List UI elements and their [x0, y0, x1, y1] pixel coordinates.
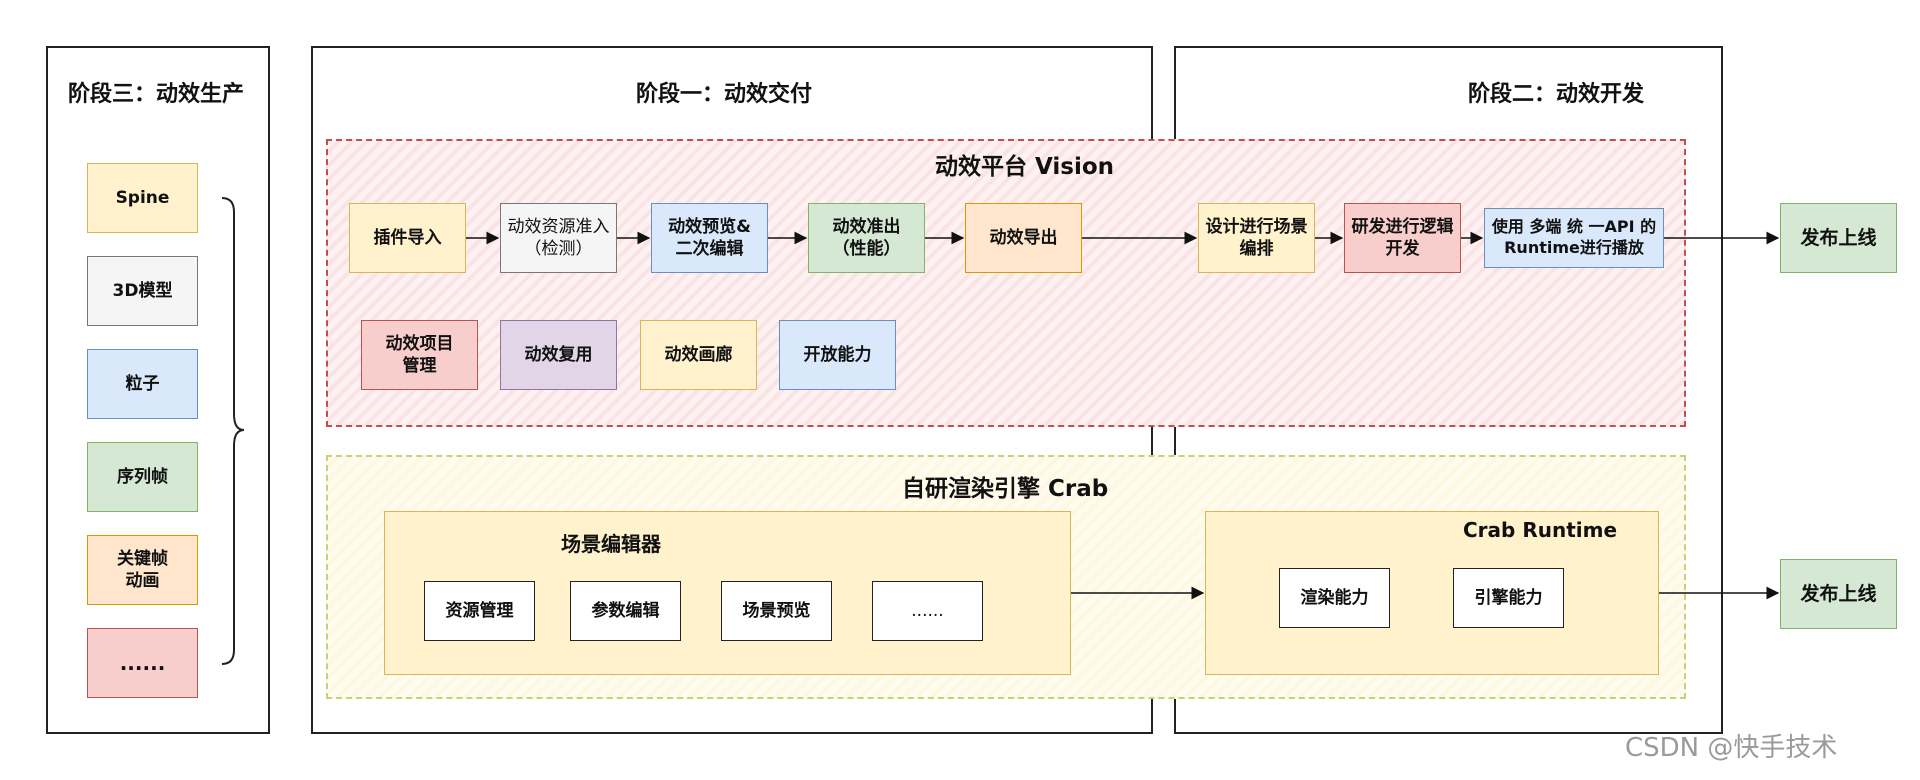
pipeline-resource-admission: 动效资源准入 （检测） [500, 203, 617, 273]
pipeline-plugin-import: 插件导入 [349, 203, 466, 273]
scene-editor-title: 场景编辑器 [561, 532, 661, 556]
stage3-item-more: ...... [87, 628, 198, 698]
stage3-item-sequence-frame: 序列帧 [87, 442, 198, 512]
runtime-rendering-capability: 渲染能力 [1279, 568, 1390, 628]
runtime-engine-capability: 引擎能力 [1453, 568, 1564, 628]
publish-online-crab: 发布上线 [1780, 559, 1897, 629]
editor-resource-management: 资源管理 [424, 581, 535, 641]
editor-more: ...... [872, 581, 983, 641]
crab-runtime-title: Crab Runtime [1463, 518, 1618, 542]
dev-scene-orchestration: 设计进行场景 编排 [1198, 203, 1315, 273]
stage3-brace [221, 197, 245, 665]
watermark: CSDN @快手技术 [1625, 733, 1838, 763]
stage3-item-spine: Spine [87, 163, 198, 233]
feature-project-management: 动效项目 管理 [361, 320, 478, 390]
editor-scene-preview: 场景预览 [721, 581, 832, 641]
feature-reuse: 动效复用 [500, 320, 617, 390]
stage3-title: 阶段三：动效生产 [68, 82, 245, 107]
publish-online-vision: 发布上线 [1780, 203, 1897, 273]
dev-logic-development: 研发进行逻辑 开发 [1344, 203, 1461, 273]
pipeline-release-check: 动效准出 （性能） [808, 203, 925, 273]
stage3-item-keyframe-animation: 关键帧 动画 [87, 535, 198, 605]
pipeline-preview-edit: 动效预览& 二次编辑 [651, 203, 768, 273]
stage2-title: 阶段二：动效开发 [1468, 82, 1645, 107]
stage1-title: 阶段一：动效交付 [636, 82, 813, 107]
stage3-item-3d-model: 3D模型 [87, 256, 198, 326]
editor-parameter-editing: 参数编辑 [570, 581, 681, 641]
dev-runtime-playback: 使用 多端 统 一API 的 Runtime进行播放 [1484, 208, 1664, 268]
vision-platform-title: 动效平台 Vision [935, 154, 1115, 180]
pipeline-export: 动效导出 [965, 203, 1082, 273]
feature-open-capability: 开放能力 [779, 320, 896, 390]
crab-engine-title: 自研渲染引擎 Crab [902, 476, 1109, 502]
feature-gallery: 动效画廊 [640, 320, 757, 390]
stage3-item-particle: 粒子 [87, 349, 198, 419]
